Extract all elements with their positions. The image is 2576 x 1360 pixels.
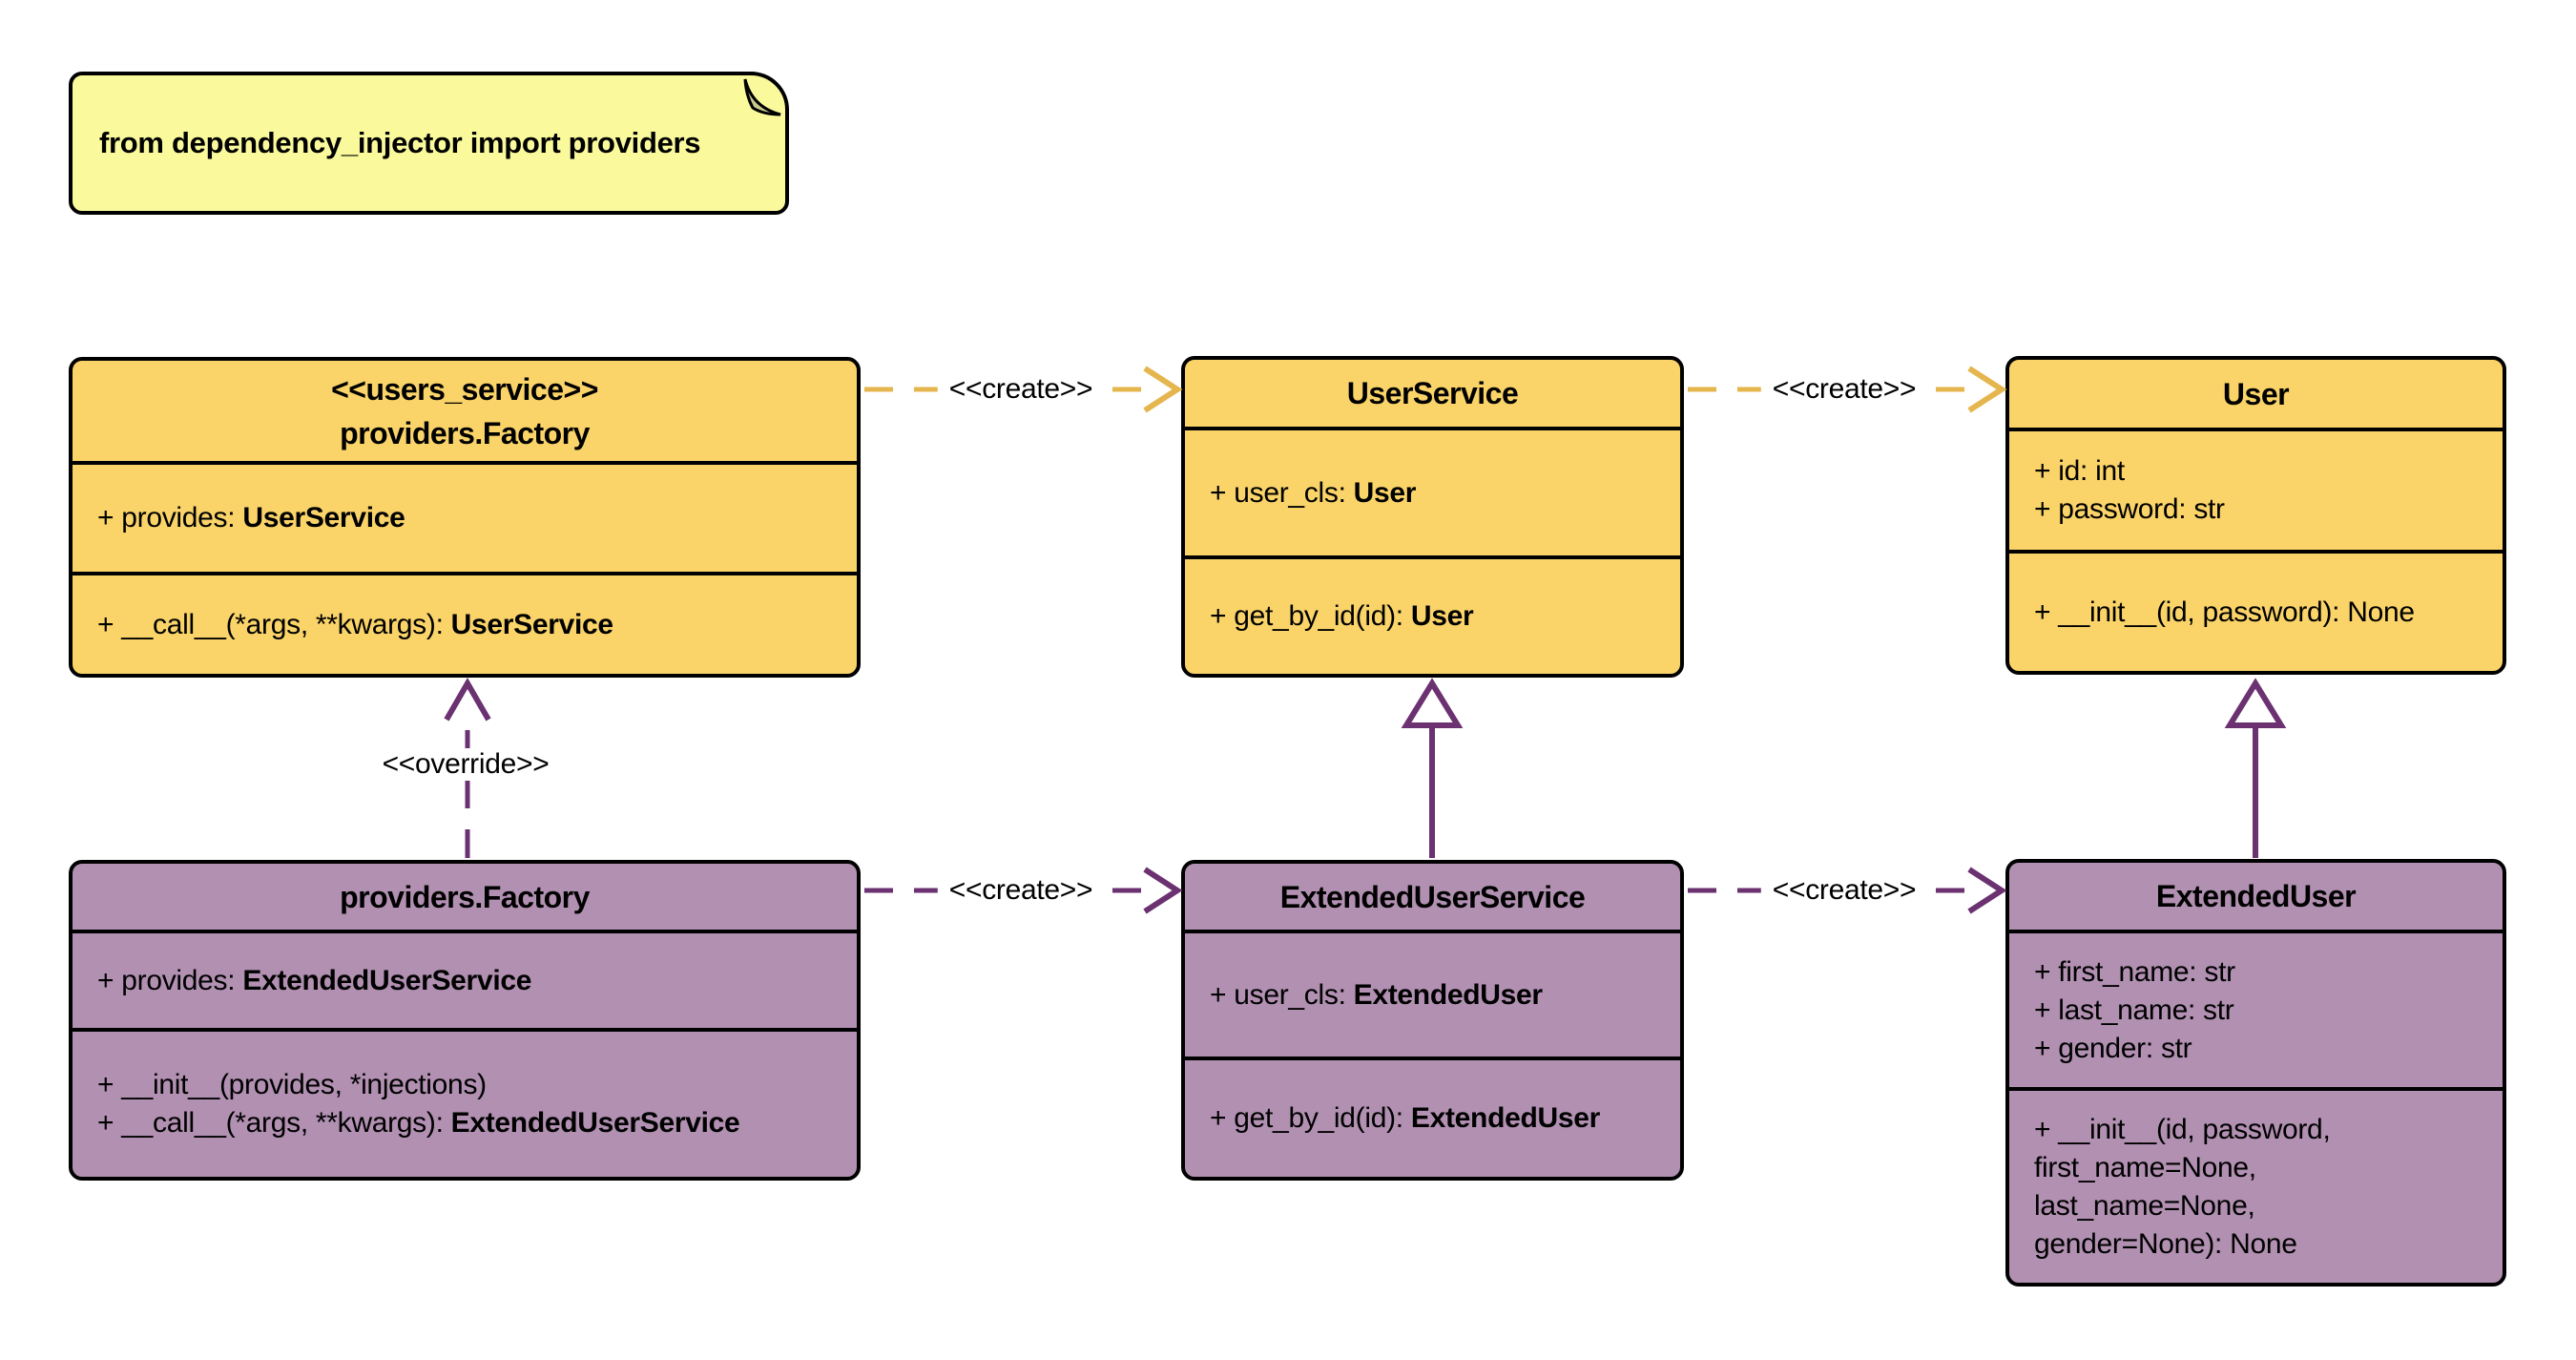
- text-segment: + __call__(*args, **kwargs):: [97, 1107, 451, 1139]
- attributes-section: + user_cls: ExtendedUser: [1185, 930, 1680, 1057]
- attribute-line: + gender: str: [2034, 1032, 2192, 1064]
- methods-section: + __init__(id, password, first_name=None…: [2009, 1087, 2503, 1283]
- note-fold-icon: [743, 78, 781, 116]
- class-title: providers.Factory: [340, 415, 590, 450]
- method-line: + __init__(provides, *injections): [97, 1069, 487, 1100]
- class-stereotype: <<users_service>>: [331, 371, 598, 407]
- text-segment: + provides:: [97, 964, 243, 996]
- class-title: ExtendedUser: [2155, 879, 2357, 913]
- inheritance-edge-userservice: [1401, 678, 1464, 858]
- class-title: ExtendedUserService: [1279, 879, 1586, 914]
- attribute-line: + provides: ExtendedUserService: [97, 962, 849, 1000]
- class-header: providers.Factory: [73, 864, 857, 930]
- method-line: gender=None): None: [2034, 1227, 2297, 1260]
- methods-section: + __call__(*args, **kwargs): UserService: [73, 572, 857, 674]
- arrowhead-override-icon: [444, 678, 491, 722]
- attributes-section: + provides: ExtendedUserService: [73, 930, 857, 1028]
- method-line: last_name=None,: [2034, 1189, 2255, 1222]
- class-title: User: [2222, 376, 2290, 411]
- class-user: User + id: int + password: str + __init_…: [2005, 356, 2506, 675]
- text-segment: UserService: [242, 502, 405, 534]
- class-extended-user: ExtendedUser + first_name: str + last_na…: [2005, 859, 2506, 1287]
- methods-section: + __init__(provides, *injections) + __ca…: [73, 1028, 857, 1177]
- method-line: + get_by_id(id): ExtendedUser: [1210, 1099, 1672, 1138]
- text-segment: ExtendedUser: [1410, 1102, 1601, 1134]
- attribute-line: + user_cls: ExtendedUser: [1210, 976, 1672, 1015]
- text-segment: User: [1410, 600, 1474, 632]
- class-header: <<users_service>> providers.Factory: [73, 361, 857, 461]
- class-users-service-factory: <<users_service>> providers.Factory + pr…: [69, 357, 861, 678]
- text-segment: + provides:: [97, 502, 243, 534]
- attribute-line: + password: str: [2034, 493, 2225, 525]
- methods-section: + get_by_id(id): ExtendedUser: [1185, 1057, 1680, 1177]
- text-segment: + get_by_id(id):: [1210, 600, 1411, 632]
- attribute-line: + last_name: str: [2034, 994, 2234, 1026]
- method-line: + get_by_id(id): User: [1210, 597, 1672, 636]
- attribute-line: + provides: UserService: [97, 499, 849, 537]
- text-segment: ExtendedUserService: [450, 1107, 740, 1139]
- class-header: User: [2009, 360, 2503, 428]
- methods-section: + get_by_id(id): User: [1185, 555, 1680, 674]
- attribute-line: + user_cls: User: [1210, 474, 1672, 513]
- override-label: <<override>>: [370, 748, 561, 781]
- attribute-line: + id: int: [2034, 455, 2125, 487]
- note-text: from dependency_injector import provider…: [99, 126, 701, 159]
- note-dependency-injector: from dependency_injector import provider…: [69, 72, 789, 215]
- text-segment: + __call__(*args, **kwargs):: [97, 608, 451, 640]
- class-header: ExtendedUser: [2009, 863, 2503, 930]
- attributes-section: + id: int + password: str: [2009, 428, 2503, 550]
- attributes-section: + user_cls: User: [1185, 427, 1680, 555]
- text-segment: User: [1353, 476, 1417, 509]
- method-line: + __init__(id, password): None: [2034, 596, 2415, 628]
- create-label: <<create>>: [937, 373, 1105, 406]
- text-segment: ExtendedUser: [1353, 978, 1543, 1011]
- method-line: + __init__(id, password,: [2034, 1113, 2331, 1145]
- create-label: <<create>>: [1760, 373, 1928, 406]
- arrowhead-create-icon: [1143, 366, 1183, 413]
- attributes-section: + first_name: str + last_name: str + gen…: [2009, 930, 2503, 1087]
- inheritance-triangle-icon: [1401, 678, 1464, 728]
- text-segment: UserService: [450, 608, 613, 640]
- class-extended-user-service: ExtendedUserService + user_cls: Extended…: [1181, 860, 1684, 1181]
- create-label: <<create>>: [937, 874, 1105, 907]
- arrowhead-create-icon: [1967, 867, 2007, 914]
- inheritance-triangle-icon: [2224, 678, 2287, 728]
- text-segment: + user_cls:: [1210, 476, 1354, 509]
- class-title: providers.Factory: [340, 879, 590, 914]
- method-line: first_name=None,: [2034, 1151, 2256, 1183]
- text-segment: + get_by_id(id):: [1210, 1102, 1411, 1134]
- create-label: <<create>>: [1760, 874, 1928, 907]
- method-line: + __call__(*args, **kwargs): UserService: [97, 606, 849, 644]
- text-segment: ExtendedUserService: [242, 964, 532, 996]
- attributes-section: + provides: UserService: [73, 461, 857, 572]
- arrowhead-create-icon: [1143, 867, 1183, 914]
- attribute-line: + first_name: str: [2034, 955, 2235, 988]
- text-segment: + user_cls:: [1210, 978, 1354, 1011]
- arrowhead-create-icon: [1967, 366, 2007, 413]
- class-title: UserService: [1346, 376, 1519, 410]
- class-user-service: UserService + user_cls: User + get_by_id…: [1181, 356, 1684, 678]
- class-header: ExtendedUserService: [1185, 864, 1680, 930]
- inheritance-edge-user: [2224, 678, 2287, 858]
- methods-section: + __init__(id, password): None: [2009, 550, 2503, 671]
- class-extended-factory: providers.Factory + provides: ExtendedUs…: [69, 860, 861, 1181]
- method-line: + __call__(*args, **kwargs): ExtendedUse…: [97, 1104, 849, 1142]
- class-header: UserService: [1185, 360, 1680, 427]
